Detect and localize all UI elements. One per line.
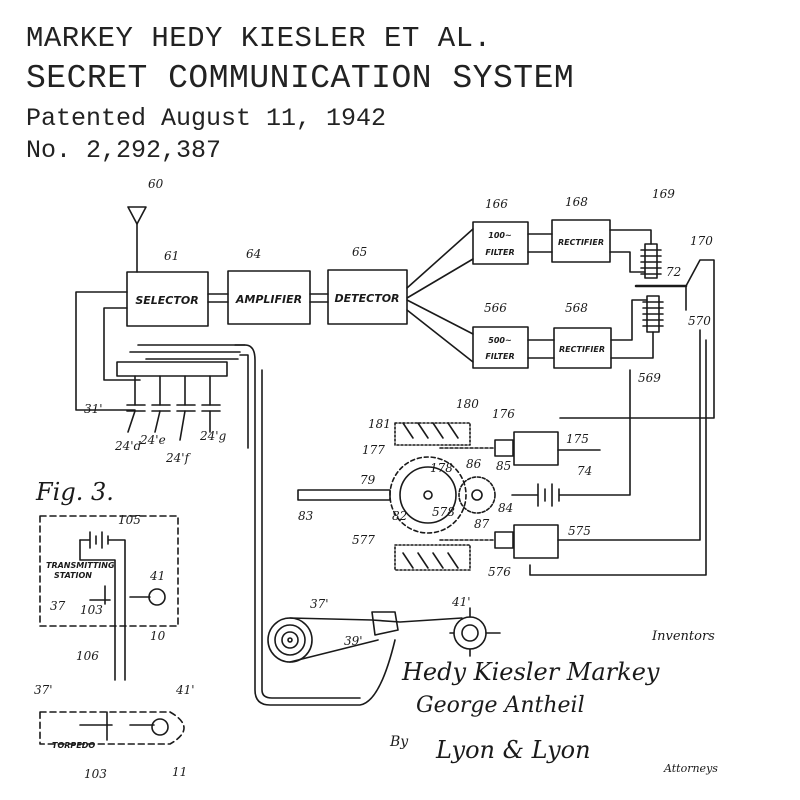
fig3-torpedo-label: TORPEDO: [52, 741, 95, 750]
ref-82: 82: [392, 509, 407, 523]
ref-24e: 24'e: [139, 433, 166, 447]
ref-577: 577: [352, 533, 375, 547]
fig3-ref-103: 103: [80, 603, 103, 617]
ref-24g: 24'g: [199, 429, 227, 443]
fig3-ref-11: 11: [172, 765, 187, 779]
ref-177: 177: [362, 443, 385, 457]
signature-attorneys: Lyon & Lyon: [435, 736, 591, 764]
patent-number: No. 2,292,387: [26, 136, 222, 165]
filter-100-block: [472, 221, 529, 265]
tape-reel-icon: [267, 617, 313, 663]
ref-65: 65: [352, 245, 367, 259]
reader-head-icon: [371, 611, 399, 636]
fig3-transmitting-frame: [39, 515, 179, 627]
ref-74: 74: [577, 464, 592, 478]
relay-coil-169-icon: [609, 229, 662, 279]
rectifier-568-label: RECTIFIER: [559, 345, 605, 354]
ref-180: 180: [456, 397, 479, 411]
fig3-ref-10: 10: [150, 629, 166, 643]
ref-86: 86: [466, 457, 482, 471]
ref-166: 166: [485, 197, 508, 211]
attorneys-caption: Attorneys: [663, 762, 718, 775]
fig3-caption: Fig. 3.: [35, 478, 114, 506]
fig3-ref-41b: 41': [175, 683, 195, 697]
ref-176: 176: [492, 407, 515, 421]
ref-576: 576: [488, 565, 511, 579]
ref-24d: 24'd: [114, 439, 142, 453]
motor-icon: [449, 607, 501, 657]
amplifier-block: [227, 270, 311, 325]
ref-61: 61: [164, 249, 179, 263]
signature-george-antheil: George Antheil: [416, 693, 585, 718]
relay-175-block: [513, 431, 559, 466]
ref-170: 170: [690, 234, 713, 248]
ref-83: 83: [298, 509, 314, 523]
filter-500-block: [472, 326, 529, 369]
fig3-ref-103b: 103: [84, 767, 107, 781]
ref-60: 60: [148, 177, 164, 191]
fig3-ref-105: 105: [118, 513, 141, 527]
ref-175: 175: [566, 432, 589, 446]
fig3-station-label: STATION: [54, 571, 92, 580]
fig3-ref-37b: 37': [34, 683, 53, 697]
ref-178: 178: [430, 461, 453, 475]
ref-181: 181: [368, 417, 391, 431]
filter-100-label-b: FILTER: [485, 248, 514, 257]
fig3-transmitting-label: TRANSMITTING: [46, 561, 115, 570]
fig3-battery-icon: [79, 531, 126, 681]
patent-inventors-line: MARKEY HEDY KIESLER ET AL.: [26, 22, 492, 55]
relay-coil-569-icon: [610, 295, 664, 359]
ref-569: 569: [638, 371, 661, 385]
ref-575: 575: [568, 524, 591, 538]
ref-84: 84: [498, 501, 513, 515]
antenna-icon: [127, 206, 147, 273]
by-label: By: [389, 734, 409, 750]
ref-41p: 41': [451, 595, 471, 609]
ref-31: 31': [84, 402, 103, 416]
fig3-torpedo-motor-icon: [151, 718, 169, 736]
ref-87: 87: [474, 517, 490, 531]
signature-hedy-markey: Hedy Kiesler Markey: [401, 658, 660, 686]
amplifier-label: AMPLIFIER: [235, 293, 302, 306]
gear-icon: [458, 476, 496, 514]
selector-block: [126, 271, 209, 327]
ref-566: 566: [484, 301, 507, 315]
selector-label: SELECTOR: [135, 294, 198, 307]
fig3-ref-106: 106: [76, 649, 99, 663]
rectifier-168-label: RECTIFIER: [558, 238, 604, 247]
stepping-switch-icon: [116, 344, 246, 441]
ref-72: 72: [666, 265, 681, 279]
battery-icon: [511, 369, 631, 507]
ref-578: 578: [432, 505, 455, 519]
fig3-ref-41: 41: [149, 569, 165, 583]
fig3-ref-37: 37: [50, 599, 66, 613]
relay-575-block: [513, 524, 559, 559]
ref-79: 79: [360, 473, 376, 487]
ref-570: 570: [688, 314, 711, 328]
detector-label: DETECTOR: [334, 292, 399, 305]
fig3-motor-icon: [148, 588, 166, 606]
ref-37p: 37': [310, 597, 329, 611]
inventors-caption: Inventors: [651, 629, 715, 644]
ref-64: 64: [246, 247, 261, 261]
patent-title: SECRET COMMUNICATION SYSTEM: [26, 60, 575, 97]
patent-date: Patented August 11, 1942: [26, 104, 387, 133]
ref-568: 568: [565, 301, 588, 315]
filter-500-label-b: FILTER: [485, 352, 514, 361]
filter-500-label: 500~: [488, 336, 511, 345]
rectifier-568-block: [553, 327, 612, 369]
ref-169: 169: [652, 187, 675, 201]
detector-block: [327, 269, 408, 325]
ref-24f: 24'f: [165, 451, 192, 465]
ref-85: 85: [496, 459, 511, 473]
ref-39p: 39': [344, 634, 363, 648]
rectifier-168-block: [551, 219, 611, 263]
ref-168: 168: [565, 195, 588, 209]
filter-100-label: 100~: [488, 231, 511, 240]
